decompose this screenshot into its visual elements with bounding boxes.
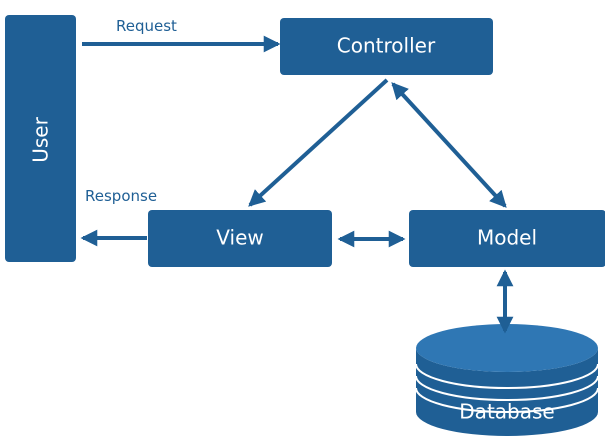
user-node: User [5,15,76,262]
request-label: Request [116,17,177,35]
view-label: View [216,226,263,250]
response-label: Response [85,187,157,205]
controller-node: Controller [280,18,493,75]
user-label: User [29,116,53,162]
database-node: Database [415,324,599,436]
model-node: Model [409,210,605,267]
controller-label: Controller [337,34,436,58]
model-label: Model [477,226,537,250]
view-node: View [148,210,332,267]
controller-to-view-arrow [248,78,389,207]
database-label: Database [459,400,554,424]
controller-model-double-arrow [391,82,507,208]
